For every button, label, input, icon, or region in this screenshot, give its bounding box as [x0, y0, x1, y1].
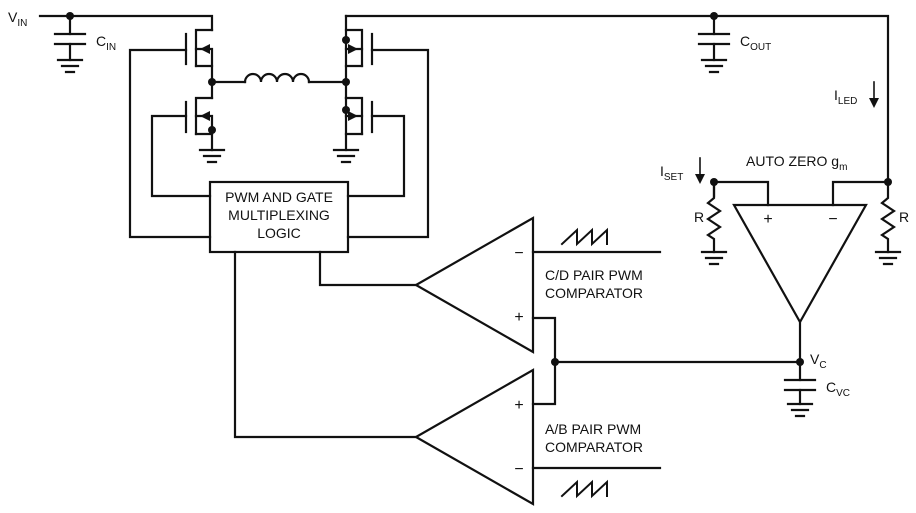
vc-label: VC — [810, 351, 827, 371]
iset-arrow-icon — [695, 157, 705, 184]
cd-minus-sign: − — [514, 245, 523, 262]
switch-node-right — [342, 78, 350, 100]
iset-label: ISET — [660, 163, 683, 183]
r-right-label: R — [899, 209, 909, 225]
ab-label-line1: A/B PAIR PWM — [545, 421, 641, 437]
gm-amplifier — [712, 180, 890, 325]
cout-label: COUT — [740, 33, 771, 53]
iled-label: ILED — [834, 87, 857, 107]
ab-comparator — [233, 250, 662, 506]
switch-node-left — [208, 78, 247, 100]
ab-plus-sign: + — [514, 397, 523, 414]
vin-label: VIN — [8, 9, 27, 29]
iled-arrow-icon — [869, 81, 879, 108]
gm-minus-sign: − — [828, 211, 837, 228]
cin-capacitor — [53, 32, 87, 74]
pwm-logic-block — [208, 180, 350, 254]
autozero-label: AUTO ZERO gm — [746, 153, 847, 173]
output-rail — [344, 12, 890, 184]
mosfet-d-top-right — [342, 14, 430, 239]
logic-label-line2: MULTIPLEXING — [228, 207, 330, 223]
mosfet-a-top-left — [128, 28, 214, 239]
logic-label-line3: LOGIC — [257, 225, 301, 241]
resistor-left — [700, 180, 728, 266]
cin-label: CIN — [96, 33, 116, 53]
sawtooth-icon-bottom — [560, 479, 608, 499]
cout-capacitor — [697, 32, 731, 74]
ab-label-line2: COMPARATOR — [545, 439, 643, 455]
sawtooth-icon-top — [560, 227, 608, 247]
logic-label-line1: PWM AND GATE — [225, 189, 333, 205]
mosfet-c-bottom-right — [332, 96, 406, 198]
resistor-right — [874, 180, 902, 266]
inductor — [243, 72, 348, 84]
cd-label-line2: COMPARATOR — [545, 285, 643, 301]
vin-rail — [38, 12, 214, 36]
cd-plus-sign: + — [514, 309, 523, 326]
cd-comparator — [318, 216, 662, 364]
mosfet-b-bottom-left — [150, 96, 226, 198]
cd-label-line1: C/D PAIR PWM — [545, 267, 643, 283]
cvc-label: CVC — [826, 379, 850, 399]
ab-minus-sign: − — [514, 461, 523, 478]
gm-plus-sign: + — [763, 211, 772, 228]
vc-node — [551, 320, 804, 382]
r-left-label: R — [694, 209, 704, 225]
cvc-capacitor — [783, 378, 817, 418]
